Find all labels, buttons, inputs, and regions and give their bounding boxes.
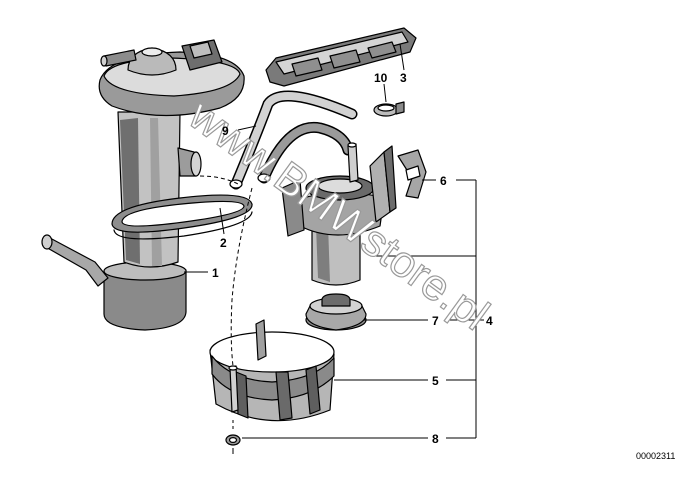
part-1-sender-unit	[41, 39, 245, 331]
callout-3: 3	[400, 71, 407, 85]
leader-lines	[184, 43, 484, 439]
part-8-o-ring	[225, 420, 241, 454]
part-3-cover	[265, 27, 417, 87]
part-7-pump-seat	[305, 293, 367, 331]
callout-7: 7	[432, 314, 439, 328]
part-5-retaining-cage	[209, 319, 335, 422]
callout-9: 9	[222, 124, 229, 138]
part-10-hose-clamp	[373, 101, 405, 117]
callout-8: 8	[432, 432, 439, 446]
part-6-fuel-pump-holder	[281, 142, 427, 286]
callout-2: 2	[220, 236, 227, 250]
part-2-seal-ring	[111, 194, 253, 240]
callout-10: 10	[374, 71, 388, 85]
callout-4: 4	[486, 314, 493, 328]
callout-1: 1	[212, 266, 219, 280]
assembly-path-line	[230, 187, 253, 367]
drawing-code: 00002311	[636, 451, 675, 461]
callout-5: 5	[432, 374, 439, 388]
callout-6: 6	[440, 174, 447, 188]
part-9-hoses	[199, 90, 358, 190]
